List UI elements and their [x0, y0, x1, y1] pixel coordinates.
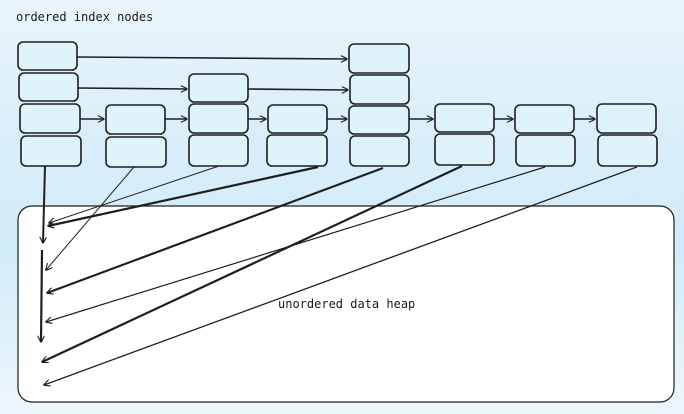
index-node: [267, 104, 328, 134]
index-node: [20, 135, 82, 167]
index-column-8: [596, 103, 658, 167]
index-node: [514, 104, 575, 134]
index-column-6: [434, 103, 495, 166]
heap-pointer-arrow: [46, 166, 546, 322]
heap-label: unordered data heap: [278, 297, 415, 311]
index-node: [105, 136, 167, 168]
heap-pointer-arrow: [46, 166, 135, 270]
index-node: [19, 103, 81, 134]
index-column-1: [17, 41, 82, 167]
link-arrow: [76, 57, 347, 59]
index-column-7: [514, 104, 576, 167]
heap-pointer-arrow: [48, 165, 319, 226]
index-node: [188, 134, 249, 167]
link-arrow: [77, 88, 187, 89]
index-node: [348, 43, 410, 74]
index-node: [105, 104, 166, 135]
heap-pointer-arrow: [49, 165, 220, 223]
index-node: [188, 73, 249, 103]
heap-pointer-arrow: [43, 165, 45, 243]
index-node: [596, 103, 657, 134]
index-node: [515, 134, 576, 167]
index-node: [17, 41, 78, 71]
index-column-4: [266, 104, 328, 167]
index-column-5: [348, 43, 410, 167]
heap-pointer-arrow: [42, 165, 463, 362]
heap-pointer-arrow: [44, 166, 638, 385]
index-node: [434, 103, 495, 133]
index-node: [434, 133, 495, 166]
link-arrow: [247, 89, 348, 90]
index-node: [266, 134, 328, 167]
heap-pointer-arrow: [47, 166, 384, 293]
index-node: [188, 103, 249, 134]
index-column-3: [188, 73, 249, 167]
index-column-2: [105, 104, 167, 168]
index-node: [349, 74, 410, 105]
index-node: [597, 134, 658, 167]
index-node: [348, 105, 410, 135]
data-heap: [17, 205, 675, 403]
diagram-title: ordered index nodes: [16, 10, 153, 24]
index-node: [349, 135, 410, 167]
heap-pointer-arrow: [41, 249, 42, 342]
index-node: [18, 72, 79, 102]
